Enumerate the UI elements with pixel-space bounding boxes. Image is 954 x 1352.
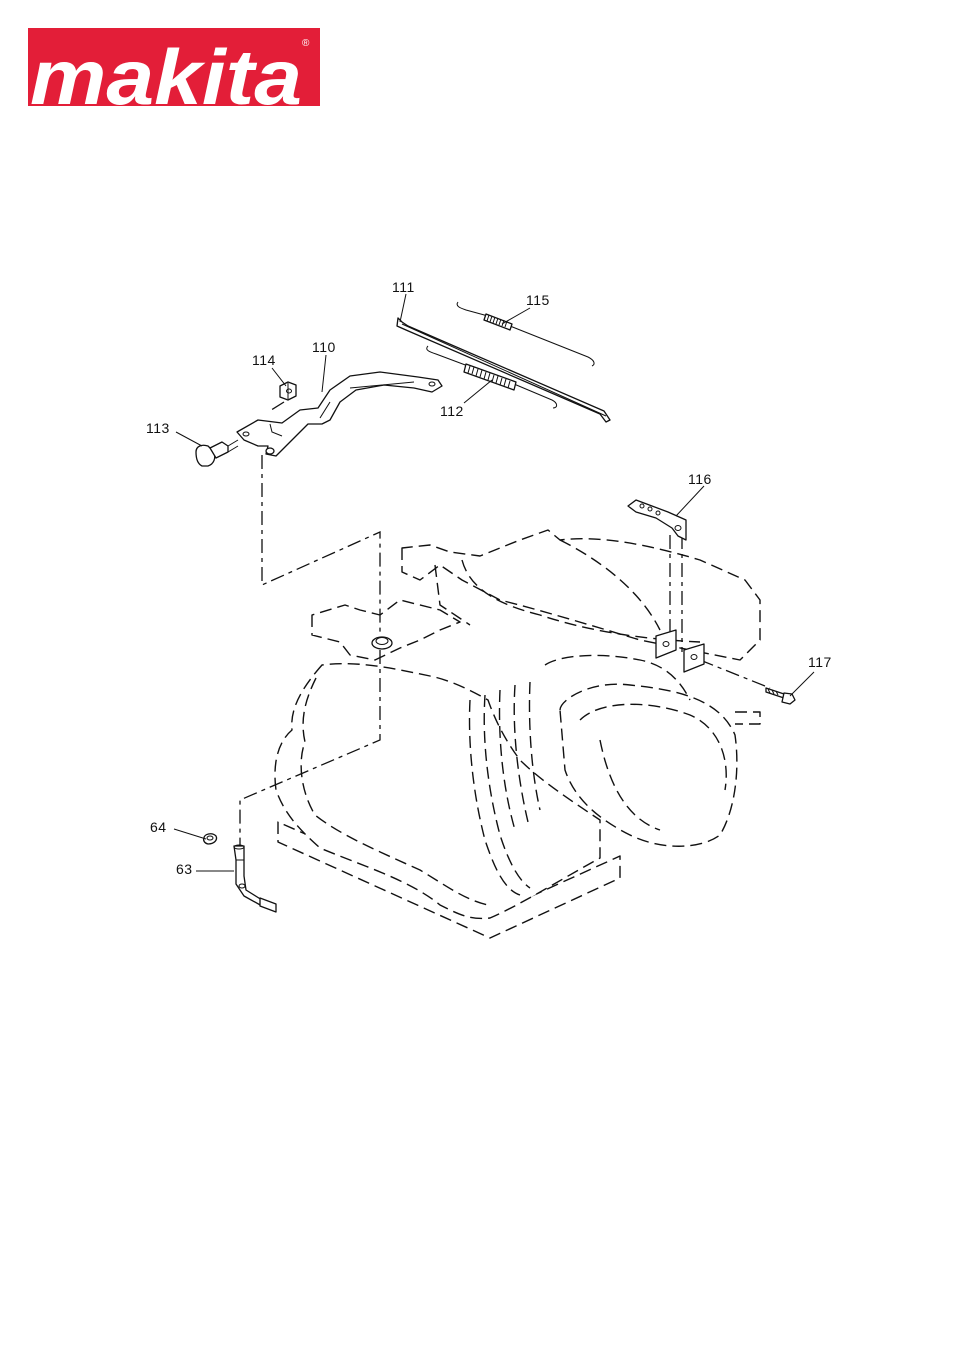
callout-117: 117 [808, 654, 832, 670]
callout-110: 110 [312, 339, 336, 355]
part-116-bracket [628, 500, 686, 540]
part-111-governor-rod [397, 318, 610, 422]
callout-112: 112 [440, 403, 464, 419]
callout-113: 113 [146, 420, 170, 436]
part-112-spring [427, 346, 557, 408]
callout-111: 111 [392, 279, 415, 295]
engine-phantom [275, 530, 760, 938]
part-63-shaft [234, 845, 276, 912]
callout-115: 115 [526, 292, 550, 308]
part-113-bolt [196, 440, 238, 466]
part-110-governor-arm [237, 372, 442, 456]
part-114-nut [268, 382, 296, 412]
callout-64: 64 [150, 819, 167, 835]
callout-114: 114 [252, 352, 276, 368]
callout-63: 63 [176, 861, 193, 877]
callout-116: 116 [688, 471, 712, 487]
